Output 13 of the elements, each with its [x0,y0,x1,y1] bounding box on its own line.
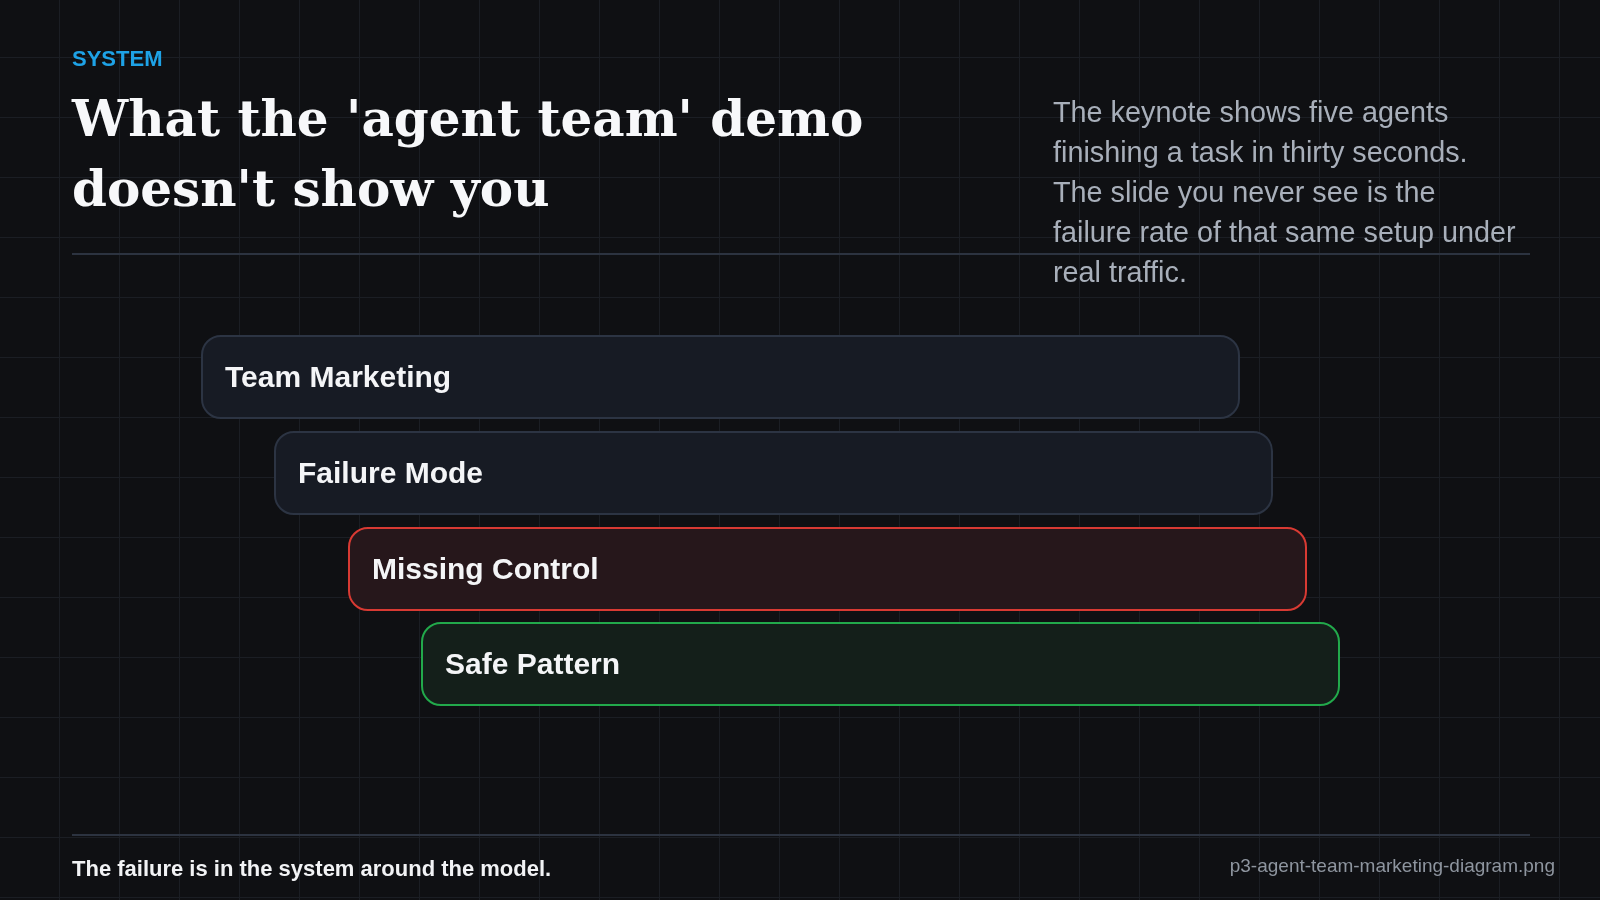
layer-panel [201,335,1240,419]
section-tag: SYSTEM [72,47,163,71]
title: What the 'agent team' demo doesn't show you [72,88,865,220]
caption: The failure is in the system around the model. [72,856,552,882]
layer-label: Team Marketing [225,359,452,395]
layer-label: Safe Pattern [445,646,621,682]
file-name: p3-agent-team-marketing-diagram.png [1229,854,1555,878]
intro-paragraph: The keynote shows five agents finishing a task in thirty seconds. The slide you never see is the failure rate of that same setup under real traffic. [1053,95,1517,290]
layer-panel [348,527,1307,611]
layer-panel [274,431,1273,515]
layer-label: Failure Mode [298,455,484,491]
layer-panel [421,622,1340,706]
layer-label: Missing Control [372,551,599,587]
